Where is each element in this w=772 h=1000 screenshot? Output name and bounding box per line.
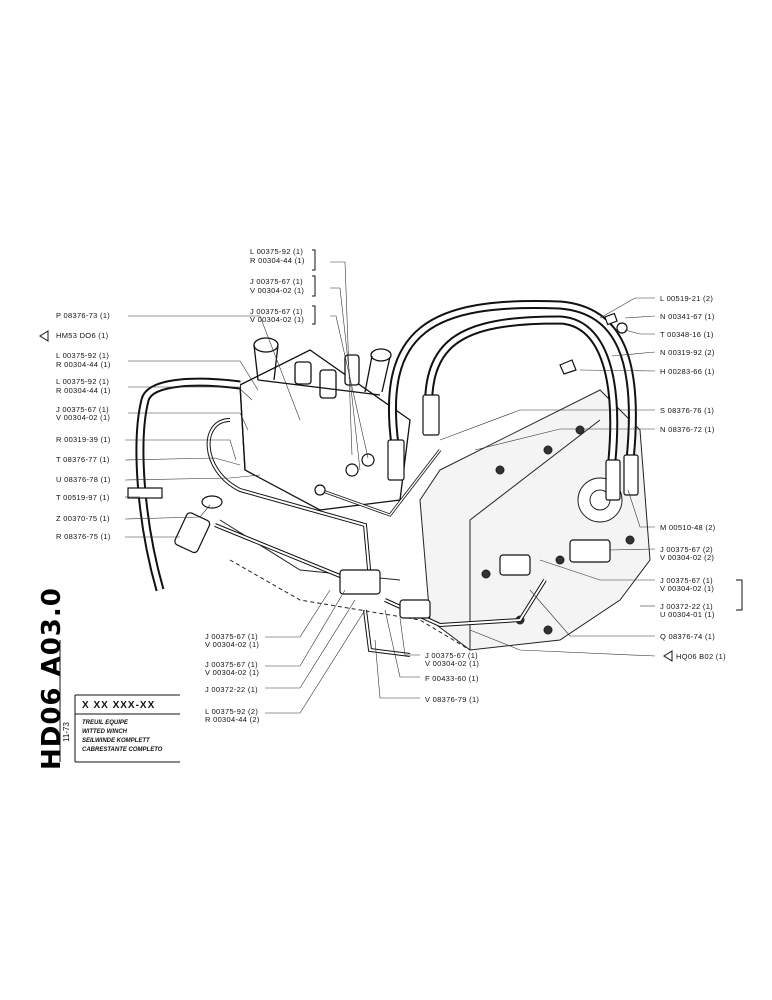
part-label: J 00372-22 (1) <box>205 685 258 694</box>
part-label: J 00375-67 (1) <box>205 660 258 669</box>
valve-block <box>239 337 411 511</box>
title-es: CABRESTANTE COMPLETO <box>82 747 163 753</box>
hose-fittings <box>127 312 639 619</box>
part-label: R 00319-39 (1) <box>56 435 111 444</box>
part-label: V 00304-02 (1) <box>660 584 715 593</box>
title-fr: TREUIL EQUIPE <box>82 720 128 726</box>
part-label: J 00375-67 (1) <box>425 651 478 660</box>
part-label: H 00283-66 (1) <box>660 367 715 376</box>
part-label: S 08376-76 (1) <box>660 406 715 415</box>
part-label: N 00341-67 (1) <box>660 312 715 321</box>
part-label: L 00375-92 (1) <box>56 377 110 386</box>
part-label: T 00519-97 (1) <box>56 493 110 502</box>
part-label: L 00375-92 (2) <box>205 707 259 716</box>
part-label: V 08376-79 (1) <box>425 695 480 704</box>
hydraulic-hoses <box>135 299 637 657</box>
part-label: U 08376-78 (1) <box>56 475 111 484</box>
part-label: R 00304-44 (1) <box>56 360 111 369</box>
part-label: V 00304-02 (2) <box>660 553 715 562</box>
revision-date: 11-73 <box>62 722 71 742</box>
part-label: M 00510-48 (2) <box>660 523 716 532</box>
part-label: T 00348-16 (1) <box>660 330 714 339</box>
part-label: J 00375-67 (1) <box>250 277 303 286</box>
bracket-marks <box>312 249 743 611</box>
part-label: Z 00370-75 (1) <box>56 514 110 523</box>
part-label: J 00372-22 (1) <box>660 602 713 611</box>
part-label: J 00375-67 (1) <box>56 405 109 414</box>
part-label: J 00375-67 (1) <box>205 632 258 641</box>
title-block <box>59 640 180 763</box>
leader-lines <box>124 261 656 714</box>
flag-icon <box>39 330 673 662</box>
part-label: V 00304-02 (1) <box>425 659 480 668</box>
title-en: WITTED WINCH <box>82 729 127 735</box>
part-label: V 00304-02 (1) <box>56 413 111 422</box>
part-label: V 00304-02 (1) <box>250 286 305 295</box>
part-label: R 00304-44 (1) <box>250 256 305 265</box>
title-de: SEILWINDE KOMPLETT <box>82 738 150 744</box>
part-label: F 00433-60 (1) <box>425 674 479 683</box>
part-label: J 00375-67 (1) <box>660 576 713 585</box>
part-label: T 08376-77 (1) <box>56 455 110 464</box>
part-label: V 00304-02 (1) <box>205 668 260 677</box>
part-label: J 00375-67 (2) <box>660 545 713 554</box>
drawing-code: HD06 A03.0 <box>37 587 67 770</box>
part-label: P 08376-73 (1) <box>56 311 111 320</box>
part-label: R 00304-44 (1) <box>56 386 111 395</box>
part-label: L 00519-21 (2) <box>660 294 714 303</box>
part-label: L 00375-92 (1) <box>250 247 304 256</box>
part-label: V 00304-02 (1) <box>205 640 260 649</box>
part-label: Q 08376-74 (1) <box>660 632 716 641</box>
part-label: HQ06 B02 (1) <box>676 652 726 661</box>
part-label: HM53 DO6 (1) <box>56 331 109 340</box>
drawing-number: X XX XXX-XX <box>82 700 156 711</box>
part-label: N 00319-92 (2) <box>660 348 715 357</box>
part-label: J 00375-67 (1) <box>250 307 303 316</box>
part-label: U 00304-01 (1) <box>660 610 715 619</box>
part-label: L 00375-92 (1) <box>56 351 110 360</box>
part-label: R 00304-44 (2) <box>205 715 260 724</box>
part-label: N 08376-72 (1) <box>660 425 715 434</box>
part-label: V 00304-02 (1) <box>250 315 305 324</box>
part-label: R 08376-75 (1) <box>56 532 111 541</box>
